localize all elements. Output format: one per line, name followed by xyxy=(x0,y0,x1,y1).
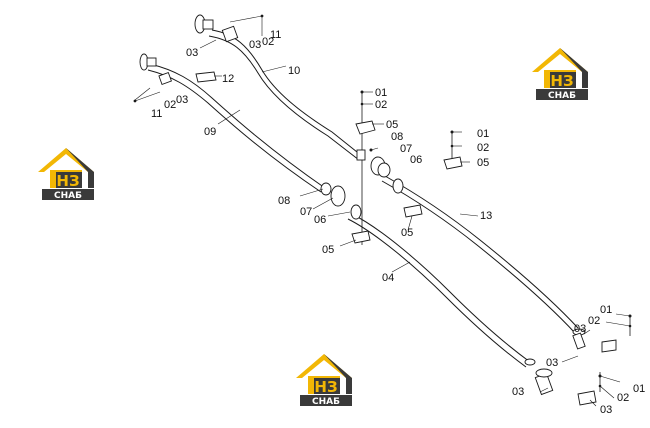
callout-03-left: 03 xyxy=(176,94,188,106)
callout-02-br2: 02 xyxy=(617,392,629,404)
watermark-logo-left: НЗ СНАБ xyxy=(38,148,94,201)
callout-12: 12 xyxy=(222,73,234,85)
callout-07-mid: 07 xyxy=(400,143,412,155)
callout-03-top-b: 03 xyxy=(186,47,198,59)
callout-05-right: 05 xyxy=(477,157,489,169)
callout-05-low: 05 xyxy=(322,244,334,256)
callout-06-mid: 06 xyxy=(410,154,422,166)
callout-09: 09 xyxy=(204,126,216,138)
svg-text:СНАБ: СНАБ xyxy=(54,191,82,201)
callout-11-top: 11 xyxy=(270,29,281,41)
callout-labels: 11 02 03 03 12 10 03 02 11 09 01 02 05 0… xyxy=(151,29,645,416)
fitting-br2 xyxy=(524,358,602,406)
callout-01-right: 01 xyxy=(477,128,489,140)
fitting-br1 xyxy=(572,314,632,353)
mid-cluster xyxy=(355,90,391,178)
callout-01-br2: 01 xyxy=(633,383,645,395)
clip-12 xyxy=(195,71,222,83)
pipe-10 xyxy=(208,29,363,161)
callout-03-top-a: 03 xyxy=(249,39,261,51)
callout-08-low: 08 xyxy=(278,195,290,207)
callout-02-mid: 02 xyxy=(375,99,387,111)
svg-text:СНАБ: СНАБ xyxy=(312,397,340,407)
callout-06-low: 06 xyxy=(314,214,326,226)
callout-03-br3: 03 xyxy=(512,386,524,398)
lower-mid-cluster xyxy=(320,182,371,244)
callout-05-right-low: 05 xyxy=(401,227,413,239)
callout-11-left: 11 xyxy=(151,108,162,120)
callout-02-top: 02 xyxy=(262,36,274,48)
callout-13: 13 xyxy=(480,210,492,222)
callout-03-br2: 03 xyxy=(546,357,558,369)
svg-text:НЗ: НЗ xyxy=(56,172,79,190)
leader-lines xyxy=(134,16,631,407)
callout-02-br1: 02 xyxy=(588,315,600,327)
callout-07-low: 07 xyxy=(300,206,312,218)
callout-04: 04 xyxy=(382,272,394,284)
callout-10: 10 xyxy=(288,65,300,77)
right-cluster xyxy=(392,130,463,218)
callout-05-mid: 05 xyxy=(386,119,398,131)
callout-01-br1: 01 xyxy=(600,304,612,316)
flange-left xyxy=(133,53,172,103)
pipe-04 xyxy=(347,213,531,368)
callout-03-br4: 03 xyxy=(600,404,612,416)
pipe-09 xyxy=(147,63,326,193)
callout-08-mid: 08 xyxy=(391,131,403,143)
svg-text:НЗ: НЗ xyxy=(550,72,573,90)
callout-01-mid: 01 xyxy=(375,87,387,99)
pipe-13 xyxy=(381,175,579,334)
flange-top xyxy=(194,14,264,43)
callout-03-br1: 03 xyxy=(574,323,586,335)
callout-02-left: 02 xyxy=(164,99,176,111)
callout-02-right: 02 xyxy=(477,142,489,154)
svg-text:СНАБ: СНАБ xyxy=(548,91,576,101)
svg-text:НЗ: НЗ xyxy=(314,378,337,396)
watermark-logo-top-right: НЗ СНАБ xyxy=(532,48,588,101)
watermark-logo-bottom: НЗ СНАБ xyxy=(296,354,352,407)
